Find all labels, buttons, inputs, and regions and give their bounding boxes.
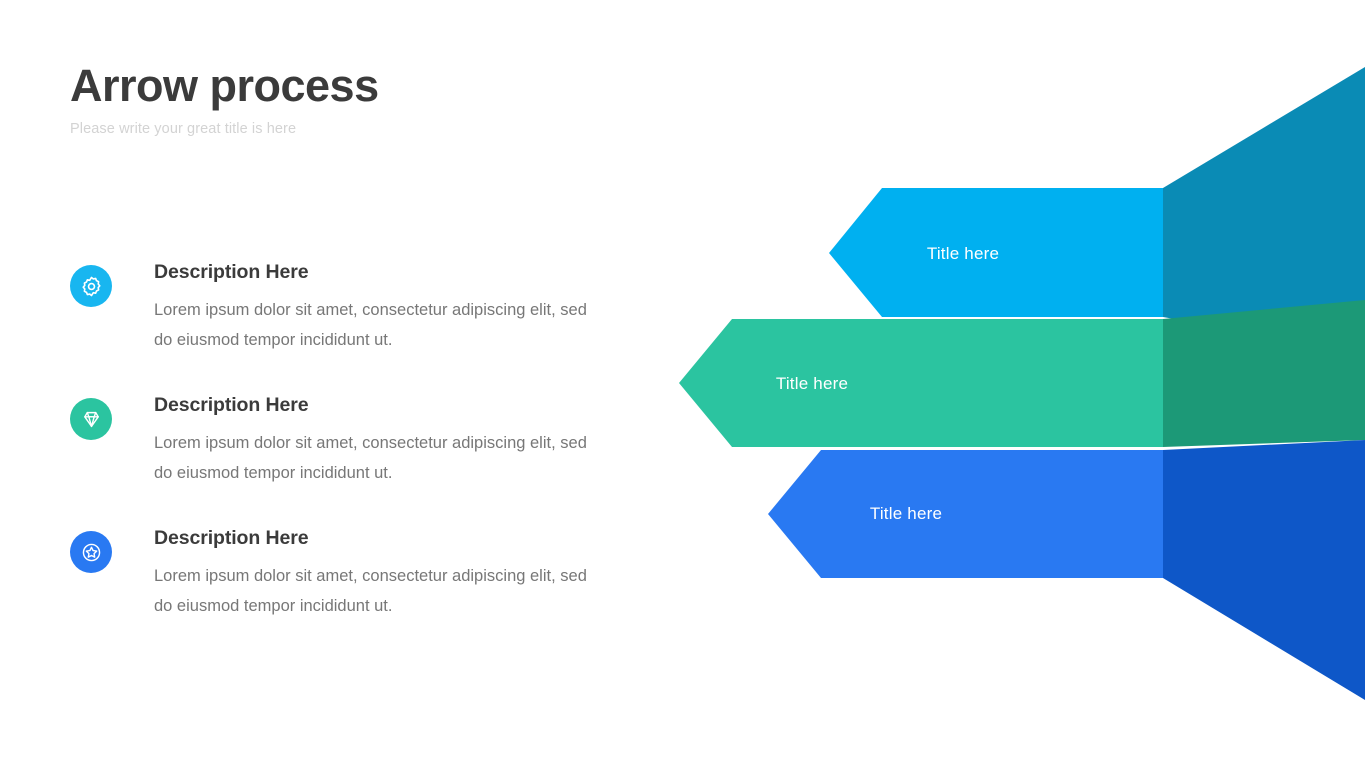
feature-title: Description Here bbox=[154, 527, 309, 549]
feature-title: Description Here bbox=[154, 394, 309, 416]
feature-item-1[interactable]: Description Here Lorem ipsum dolor sit a… bbox=[70, 261, 610, 391]
arrow-shape-1[interactable] bbox=[829, 188, 1163, 317]
feature-title: Description Here bbox=[154, 261, 309, 283]
page-title: Arrow process bbox=[70, 60, 379, 111]
arrow-shape-3[interactable] bbox=[768, 450, 1163, 578]
arrow-fold-2 bbox=[1163, 300, 1365, 447]
arrow-fold-1 bbox=[1163, 67, 1365, 352]
feature-list: Description Here Lorem ipsum dolor sit a… bbox=[70, 258, 610, 657]
feature-item-3[interactable]: Description Here Lorem ipsum dolor sit a… bbox=[70, 527, 610, 657]
header: Arrow process Please write your great ti… bbox=[70, 60, 379, 138]
arrow-label-1: Title here bbox=[927, 244, 999, 263]
arrow-label-2: Title here bbox=[776, 374, 848, 393]
diamond-icon bbox=[70, 398, 112, 440]
feature-description: Lorem ipsum dolor sit amet, consectetur … bbox=[154, 567, 587, 616]
gear-icon bbox=[70, 265, 112, 307]
feature-item-2[interactable]: Description Here Lorem ipsum dolor sit a… bbox=[70, 394, 610, 524]
page-subtitle: Please write your great title is here bbox=[70, 121, 297, 138]
feature-description: Lorem ipsum dolor sit amet, consectetur … bbox=[154, 434, 587, 483]
arrow-label-3: Title here bbox=[870, 504, 942, 523]
star-badge-icon bbox=[70, 531, 112, 573]
arrow-shape-2[interactable] bbox=[679, 319, 1163, 447]
arrow-fold-3 bbox=[1163, 440, 1365, 700]
feature-description: Lorem ipsum dolor sit amet, consectetur … bbox=[154, 301, 587, 350]
